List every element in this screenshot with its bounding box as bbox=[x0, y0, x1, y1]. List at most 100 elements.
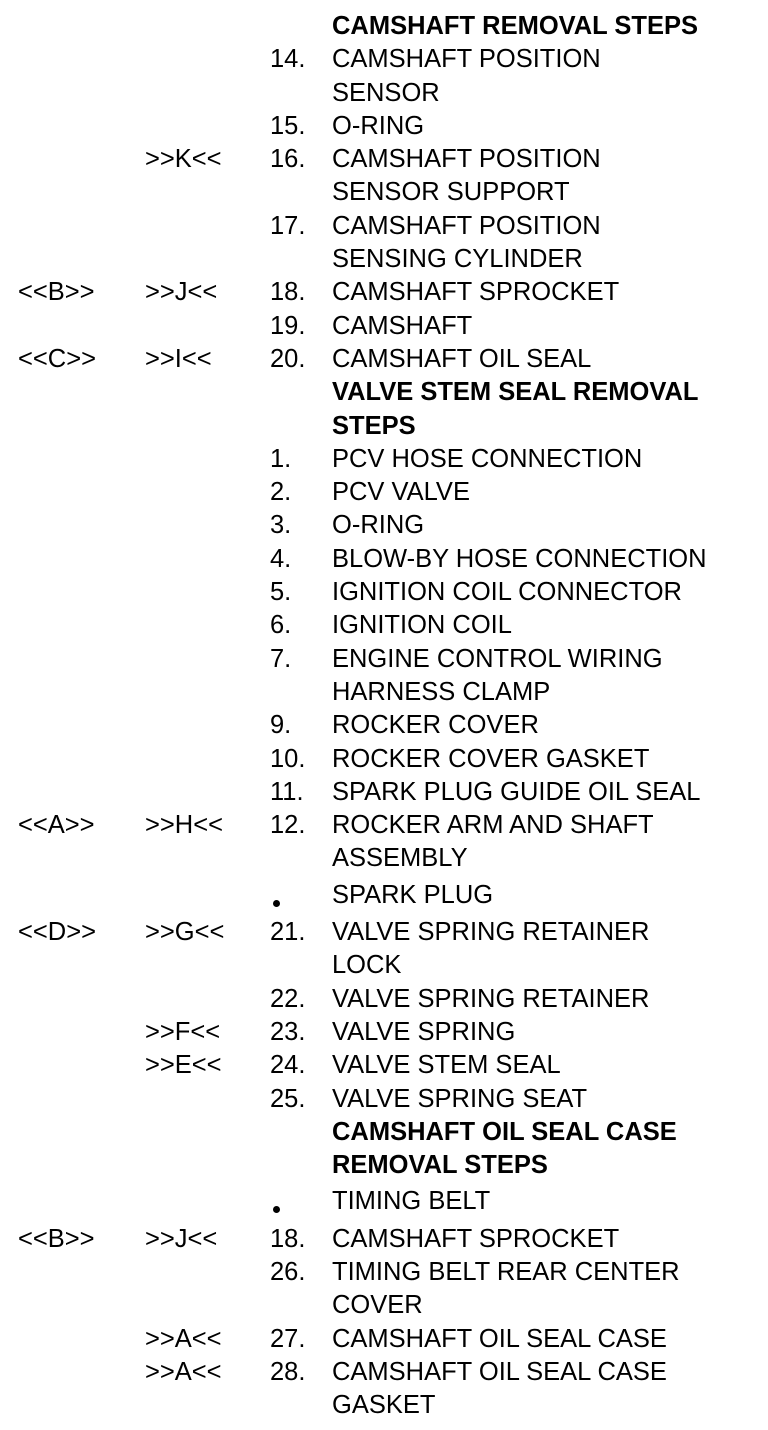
bullet-icon bbox=[273, 1206, 280, 1214]
step-number: 28. bbox=[270, 1357, 306, 1386]
step-row: >>F<< 23. VALVE SPRING bbox=[0, 1016, 768, 1049]
step-number: 14. bbox=[270, 45, 306, 74]
step-number: 25. bbox=[270, 1084, 306, 1113]
step-number: 18. bbox=[270, 1224, 306, 1253]
step-row: 17.CAMSHAFT POSITION bbox=[0, 210, 768, 243]
step-row: 14. CAMSHAFT POSITION bbox=[0, 43, 768, 76]
step-text: CAMSHAFT POSITION bbox=[332, 45, 601, 74]
step-text: VALVE STEM SEAL bbox=[332, 1051, 561, 1080]
step-text: TIMING BELT REAR CENTER bbox=[332, 1257, 680, 1286]
step-row: 4. BLOW-BY HOSE CONNECTION bbox=[0, 543, 768, 576]
step-number: 7. bbox=[270, 644, 292, 673]
step-text: TIMING BELT bbox=[332, 1187, 491, 1216]
step-text: BLOW-BY HOSE CONNECTION bbox=[332, 544, 707, 573]
step-text: CAMSHAFT OIL SEAL bbox=[332, 344, 592, 373]
step-text: SENSOR bbox=[332, 78, 440, 107]
section-heading-row: CAMSHAFT OIL SEAL CASE bbox=[0, 1116, 768, 1149]
removal-note-ref: >>I<< bbox=[145, 344, 212, 373]
bullet-icon bbox=[273, 899, 280, 907]
step-row: 10.ROCKER COVER GASKET bbox=[0, 743, 768, 776]
step-text: VALVE SPRING RETAINER bbox=[332, 918, 650, 947]
step-number: 4. bbox=[270, 544, 292, 573]
installation-note-ref: <<B>> bbox=[18, 1224, 95, 1253]
step-row: ASSEMBLY bbox=[0, 842, 768, 875]
step-text: ROCKER ARM AND SHAFT bbox=[332, 811, 654, 840]
step-text: CAMSHAFT POSITION bbox=[332, 145, 601, 174]
step-text: SENSING CYLINDER bbox=[332, 245, 583, 274]
step-text: O-RING bbox=[332, 511, 425, 540]
step-text: VALVE SPRING RETAINER bbox=[332, 984, 650, 1013]
step-row: SPARK PLUG bbox=[0, 879, 768, 912]
step-row: 3.O-RING bbox=[0, 509, 768, 542]
step-row: <<B>> >>J<< 18. CAMSHAFT SPROCKET bbox=[0, 1223, 768, 1256]
step-row: 5.IGNITION COIL CONNECTOR bbox=[0, 576, 768, 609]
step-number: 16. bbox=[270, 145, 306, 174]
step-row: TIMING BELT bbox=[0, 1185, 768, 1218]
removal-note-ref: >>H<< bbox=[145, 811, 223, 840]
step-row: SENSOR bbox=[0, 77, 768, 110]
step-text: VALVE SPRING bbox=[332, 1017, 516, 1046]
section-heading: CAMSHAFT OIL SEAL CASE bbox=[332, 1117, 677, 1146]
removal-note-ref: >>J<< bbox=[145, 1224, 218, 1253]
step-text: CAMSHAFT SPROCKET bbox=[332, 1224, 620, 1253]
step-row: SENSOR SUPPORT bbox=[0, 176, 768, 209]
step-number: 15. bbox=[270, 111, 306, 140]
step-text: ASSEMBLY bbox=[332, 844, 468, 873]
step-number: 23. bbox=[270, 1017, 306, 1046]
step-row: >>E<< 24. VALVE STEM SEAL bbox=[0, 1049, 768, 1082]
step-row: <<B>>>>J<<18.CAMSHAFT SPROCKET bbox=[0, 276, 768, 309]
step-number: 17. bbox=[270, 211, 306, 240]
section-heading-row: VALVE STEM SEAL REMOVAL bbox=[0, 376, 768, 409]
step-text: GASKET bbox=[332, 1391, 436, 1420]
step-row: HARNESS CLAMP bbox=[0, 676, 768, 709]
step-row: LOCK bbox=[0, 949, 768, 982]
step-row: SENSING CYLINDER bbox=[0, 243, 768, 276]
step-row: 11.SPARK PLUG GUIDE OIL SEAL bbox=[0, 776, 768, 809]
step-number: 9. bbox=[270, 711, 292, 740]
section-heading-row: REMOVAL STEPS bbox=[0, 1149, 768, 1182]
step-text: HARNESS CLAMP bbox=[332, 677, 551, 706]
step-text: PCV HOSE CONNECTION bbox=[332, 444, 643, 473]
step-number: 6. bbox=[270, 611, 292, 640]
step-number: 22. bbox=[270, 984, 306, 1013]
removal-note-ref: >>G<< bbox=[145, 918, 225, 947]
step-text: CAMSHAFT OIL SEAL CASE bbox=[332, 1324, 667, 1353]
step-row: >>A<< 28. CAMSHAFT OIL SEAL CASE bbox=[0, 1356, 768, 1389]
step-row: 22. VALVE SPRING RETAINER bbox=[0, 983, 768, 1016]
step-row: 19.CAMSHAFT bbox=[0, 310, 768, 343]
step-number: 5. bbox=[270, 578, 292, 607]
step-number: 12. bbox=[270, 811, 306, 840]
step-row: 9.ROCKER COVER bbox=[0, 709, 768, 742]
step-row: COVER bbox=[0, 1289, 768, 1322]
installation-note-ref: <<B>> bbox=[18, 278, 95, 307]
step-number: 21. bbox=[270, 918, 306, 947]
removal-note-ref: >>F<< bbox=[145, 1017, 221, 1046]
step-text: ENGINE CONTROL WIRING bbox=[332, 644, 663, 673]
step-text: SPARK PLUG bbox=[332, 880, 494, 909]
step-row: 15.O-RING bbox=[0, 110, 768, 143]
step-number: 20. bbox=[270, 344, 306, 373]
step-number: 24. bbox=[270, 1051, 306, 1080]
step-text: CAMSHAFT bbox=[332, 311, 473, 340]
removal-note-ref: >>K<< bbox=[145, 145, 222, 174]
step-row: 7. ENGINE CONTROL WIRING bbox=[0, 643, 768, 676]
step-number: 1. bbox=[270, 444, 292, 473]
step-text: CAMSHAFT OIL SEAL CASE bbox=[332, 1357, 667, 1386]
section-heading: VALVE STEM SEAL REMOVAL bbox=[332, 378, 699, 407]
removal-note-ref: >>A<< bbox=[145, 1357, 222, 1386]
step-row: 1. PCV HOSE CONNECTION bbox=[0, 443, 768, 476]
step-text: SPARK PLUG GUIDE OIL SEAL bbox=[332, 777, 701, 806]
step-text: VALVE SPRING SEAT bbox=[332, 1084, 588, 1113]
step-number: 10. bbox=[270, 744, 306, 773]
step-row: 26. TIMING BELT REAR CENTER bbox=[0, 1256, 768, 1289]
step-number: 26. bbox=[270, 1257, 306, 1286]
step-row: <<C>>>>I<<20.CAMSHAFT OIL SEAL bbox=[0, 343, 768, 376]
step-text: IGNITION COIL bbox=[332, 611, 512, 640]
installation-note-ref: <<D>> bbox=[18, 918, 96, 947]
step-row: 25. VALVE SPRING SEAT bbox=[0, 1083, 768, 1116]
step-row: <<D>> >>G<< 21. VALVE SPRING RETAINER bbox=[0, 916, 768, 949]
step-row: 2.PCV VALVE bbox=[0, 476, 768, 509]
removal-note-ref: >>E<< bbox=[145, 1051, 222, 1080]
step-number: 27. bbox=[270, 1324, 306, 1353]
